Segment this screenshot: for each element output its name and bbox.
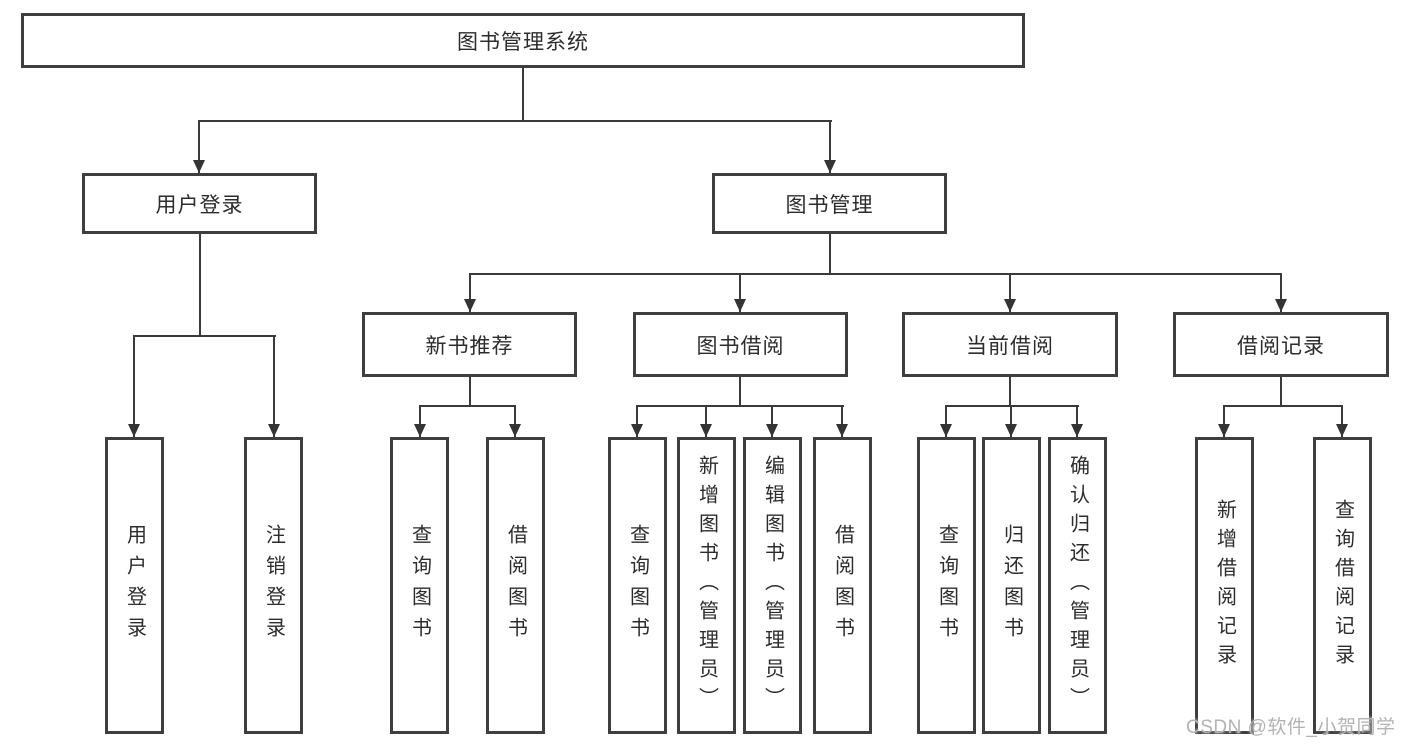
node-label: 借阅图书 bbox=[504, 523, 527, 648]
connector-arrow bbox=[1275, 273, 1287, 312]
node-label: 用户登录 bbox=[123, 523, 146, 648]
connector-arrow bbox=[766, 405, 778, 437]
node-label: 图书管理 bbox=[785, 193, 874, 217]
connector-line bbox=[419, 405, 516, 407]
connector-arrow bbox=[509, 405, 521, 437]
leaf-query-books-3: 查询图书 bbox=[917, 437, 976, 734]
node-label: 新书推荐 bbox=[425, 334, 514, 358]
leaf-add-books-admin: 新增图书（管理员） bbox=[677, 437, 736, 734]
connector-line bbox=[829, 234, 831, 275]
node-book-management: 图书管理 bbox=[712, 173, 947, 234]
connector-arrow bbox=[1218, 405, 1230, 437]
connector-arrow bbox=[940, 405, 952, 437]
node-label: 编辑图书（管理员） bbox=[761, 455, 784, 716]
connector-arrow bbox=[1071, 405, 1083, 437]
connector-arrow bbox=[734, 273, 746, 312]
node-label: 查询借阅记录 bbox=[1331, 498, 1354, 673]
node-label: 注销登录 bbox=[262, 523, 285, 648]
node-label: 查询图书 bbox=[626, 523, 649, 648]
node-label: 图书管理系统 bbox=[457, 30, 589, 54]
connector-line bbox=[637, 405, 844, 407]
node-label: 归还图书 bbox=[1000, 523, 1023, 648]
node-label: 确认归还（管理员） bbox=[1066, 455, 1089, 716]
connector-arrow bbox=[128, 335, 140, 437]
connector-arrow bbox=[1336, 405, 1348, 437]
connector-line bbox=[199, 234, 201, 337]
connector-arrow bbox=[631, 405, 643, 437]
node-label: 当前借阅 bbox=[966, 334, 1054, 358]
connector-line bbox=[1009, 377, 1011, 407]
leaf-logout: 注销登录 bbox=[244, 437, 303, 734]
leaf-add-borrow-record: 新增借阅记录 bbox=[1195, 437, 1254, 734]
connector-line bbox=[133, 335, 276, 337]
node-label: 图书借阅 bbox=[696, 334, 785, 358]
node-label: 查询图书 bbox=[408, 523, 431, 648]
node-label: 借阅记录 bbox=[1237, 334, 1325, 358]
connector-arrow bbox=[268, 335, 280, 437]
connector-arrow bbox=[1005, 405, 1017, 437]
csdn-watermark: CSDN @软件_小贺同学 bbox=[1186, 717, 1396, 738]
node-label: 查询图书 bbox=[935, 523, 958, 648]
connector-arrow bbox=[836, 405, 848, 437]
connector-arrow bbox=[700, 405, 712, 437]
connector-arrow bbox=[824, 120, 836, 173]
connector-line bbox=[739, 377, 741, 407]
connector-arrow bbox=[414, 405, 426, 437]
connector-line bbox=[1280, 377, 1282, 407]
leaf-borrow-books-2: 借阅图书 bbox=[813, 437, 872, 734]
connector-line bbox=[945, 405, 1079, 407]
leaf-query-books-2: 查询图书 bbox=[608, 437, 667, 734]
node-label: 新增图书（管理员） bbox=[695, 455, 718, 716]
leaf-borrow-books-1: 借阅图书 bbox=[486, 437, 545, 734]
node-book-borrowing: 图书借阅 bbox=[633, 312, 848, 377]
connector-line bbox=[469, 273, 1282, 275]
connector-line bbox=[199, 120, 832, 122]
node-current-borrowing: 当前借阅 bbox=[902, 312, 1118, 377]
leaf-edit-books-admin: 编辑图书（管理员） bbox=[743, 437, 802, 734]
leaf-query-borrow-record: 查询借阅记录 bbox=[1313, 437, 1372, 734]
connector-line bbox=[469, 377, 471, 407]
node-library-management-system: 图书管理系统 bbox=[21, 13, 1025, 68]
node-new-book-recommendation: 新书推荐 bbox=[362, 312, 577, 377]
leaf-confirm-return-admin: 确认归还（管理员） bbox=[1048, 437, 1107, 734]
node-label: 新增借阅记录 bbox=[1213, 498, 1236, 673]
node-borrowing-records: 借阅记录 bbox=[1173, 312, 1389, 377]
connector-line bbox=[522, 68, 524, 121]
connector-arrow bbox=[1004, 273, 1016, 312]
leaf-query-books-1: 查询图书 bbox=[390, 437, 449, 734]
connector-arrow bbox=[464, 273, 476, 312]
connector-line bbox=[1223, 405, 1343, 407]
connector-arrow bbox=[193, 120, 205, 173]
node-label: 借阅图书 bbox=[831, 523, 854, 648]
node-label: 用户登录 bbox=[155, 193, 244, 217]
leaf-return-books: 归还图书 bbox=[982, 437, 1041, 734]
leaf-user-login: 用户登录 bbox=[105, 437, 164, 734]
node-user-login-branch: 用户登录 bbox=[82, 173, 317, 234]
